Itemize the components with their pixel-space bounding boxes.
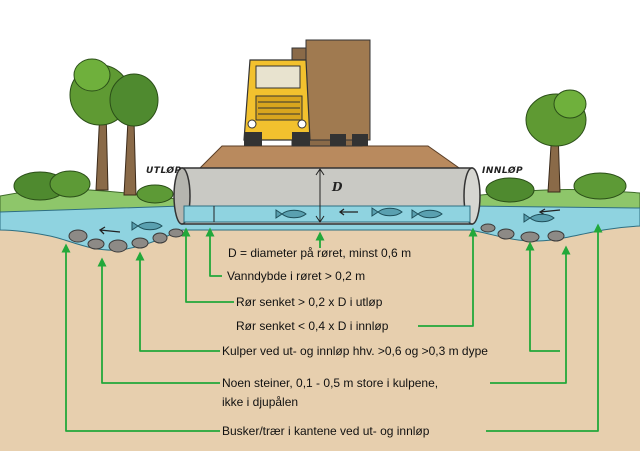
- road-embankment: [198, 145, 464, 171]
- annotation-water-depth: Vanndybde i røret > 0,2 m: [227, 269, 366, 283]
- soil-ground: [0, 220, 640, 451]
- stones-inlet-pool: [480, 223, 565, 243]
- right-bushes: [485, 172, 627, 203]
- annotation-stones-channel: ikke i djupålen: [222, 395, 299, 409]
- diameter-symbol: D: [332, 180, 343, 194]
- annotation-diameter: D = diameter på røret, minst 0,6 m: [228, 246, 412, 260]
- annotation-outlet-sink: Rør senket > 0,2 x D i utløp: [236, 295, 383, 309]
- left-bushes: [13, 170, 174, 204]
- annotation-vegetation: Busker/trær i kantene ved ut- og innløp: [222, 424, 430, 438]
- annotation-inlet-sink: Rør senket < 0,4 x D i innløp: [236, 319, 389, 333]
- stones-outlet-pool: [68, 228, 184, 253]
- annotation-stones: Noen steiner, 0,1 - 0,5 m store i kulpen…: [222, 376, 439, 390]
- right-tree: [525, 89, 587, 193]
- annotation-pools: Kulper ved ut- og innløp hhv. >0,6 og >0…: [222, 344, 488, 358]
- fish: [131, 207, 555, 231]
- leader-lines: [61, 223, 603, 432]
- left-trees: [69, 58, 159, 196]
- outlet-label: UTLØP: [146, 166, 182, 176]
- truck: [243, 39, 371, 147]
- inlet-label: INNLØP: [482, 166, 524, 176]
